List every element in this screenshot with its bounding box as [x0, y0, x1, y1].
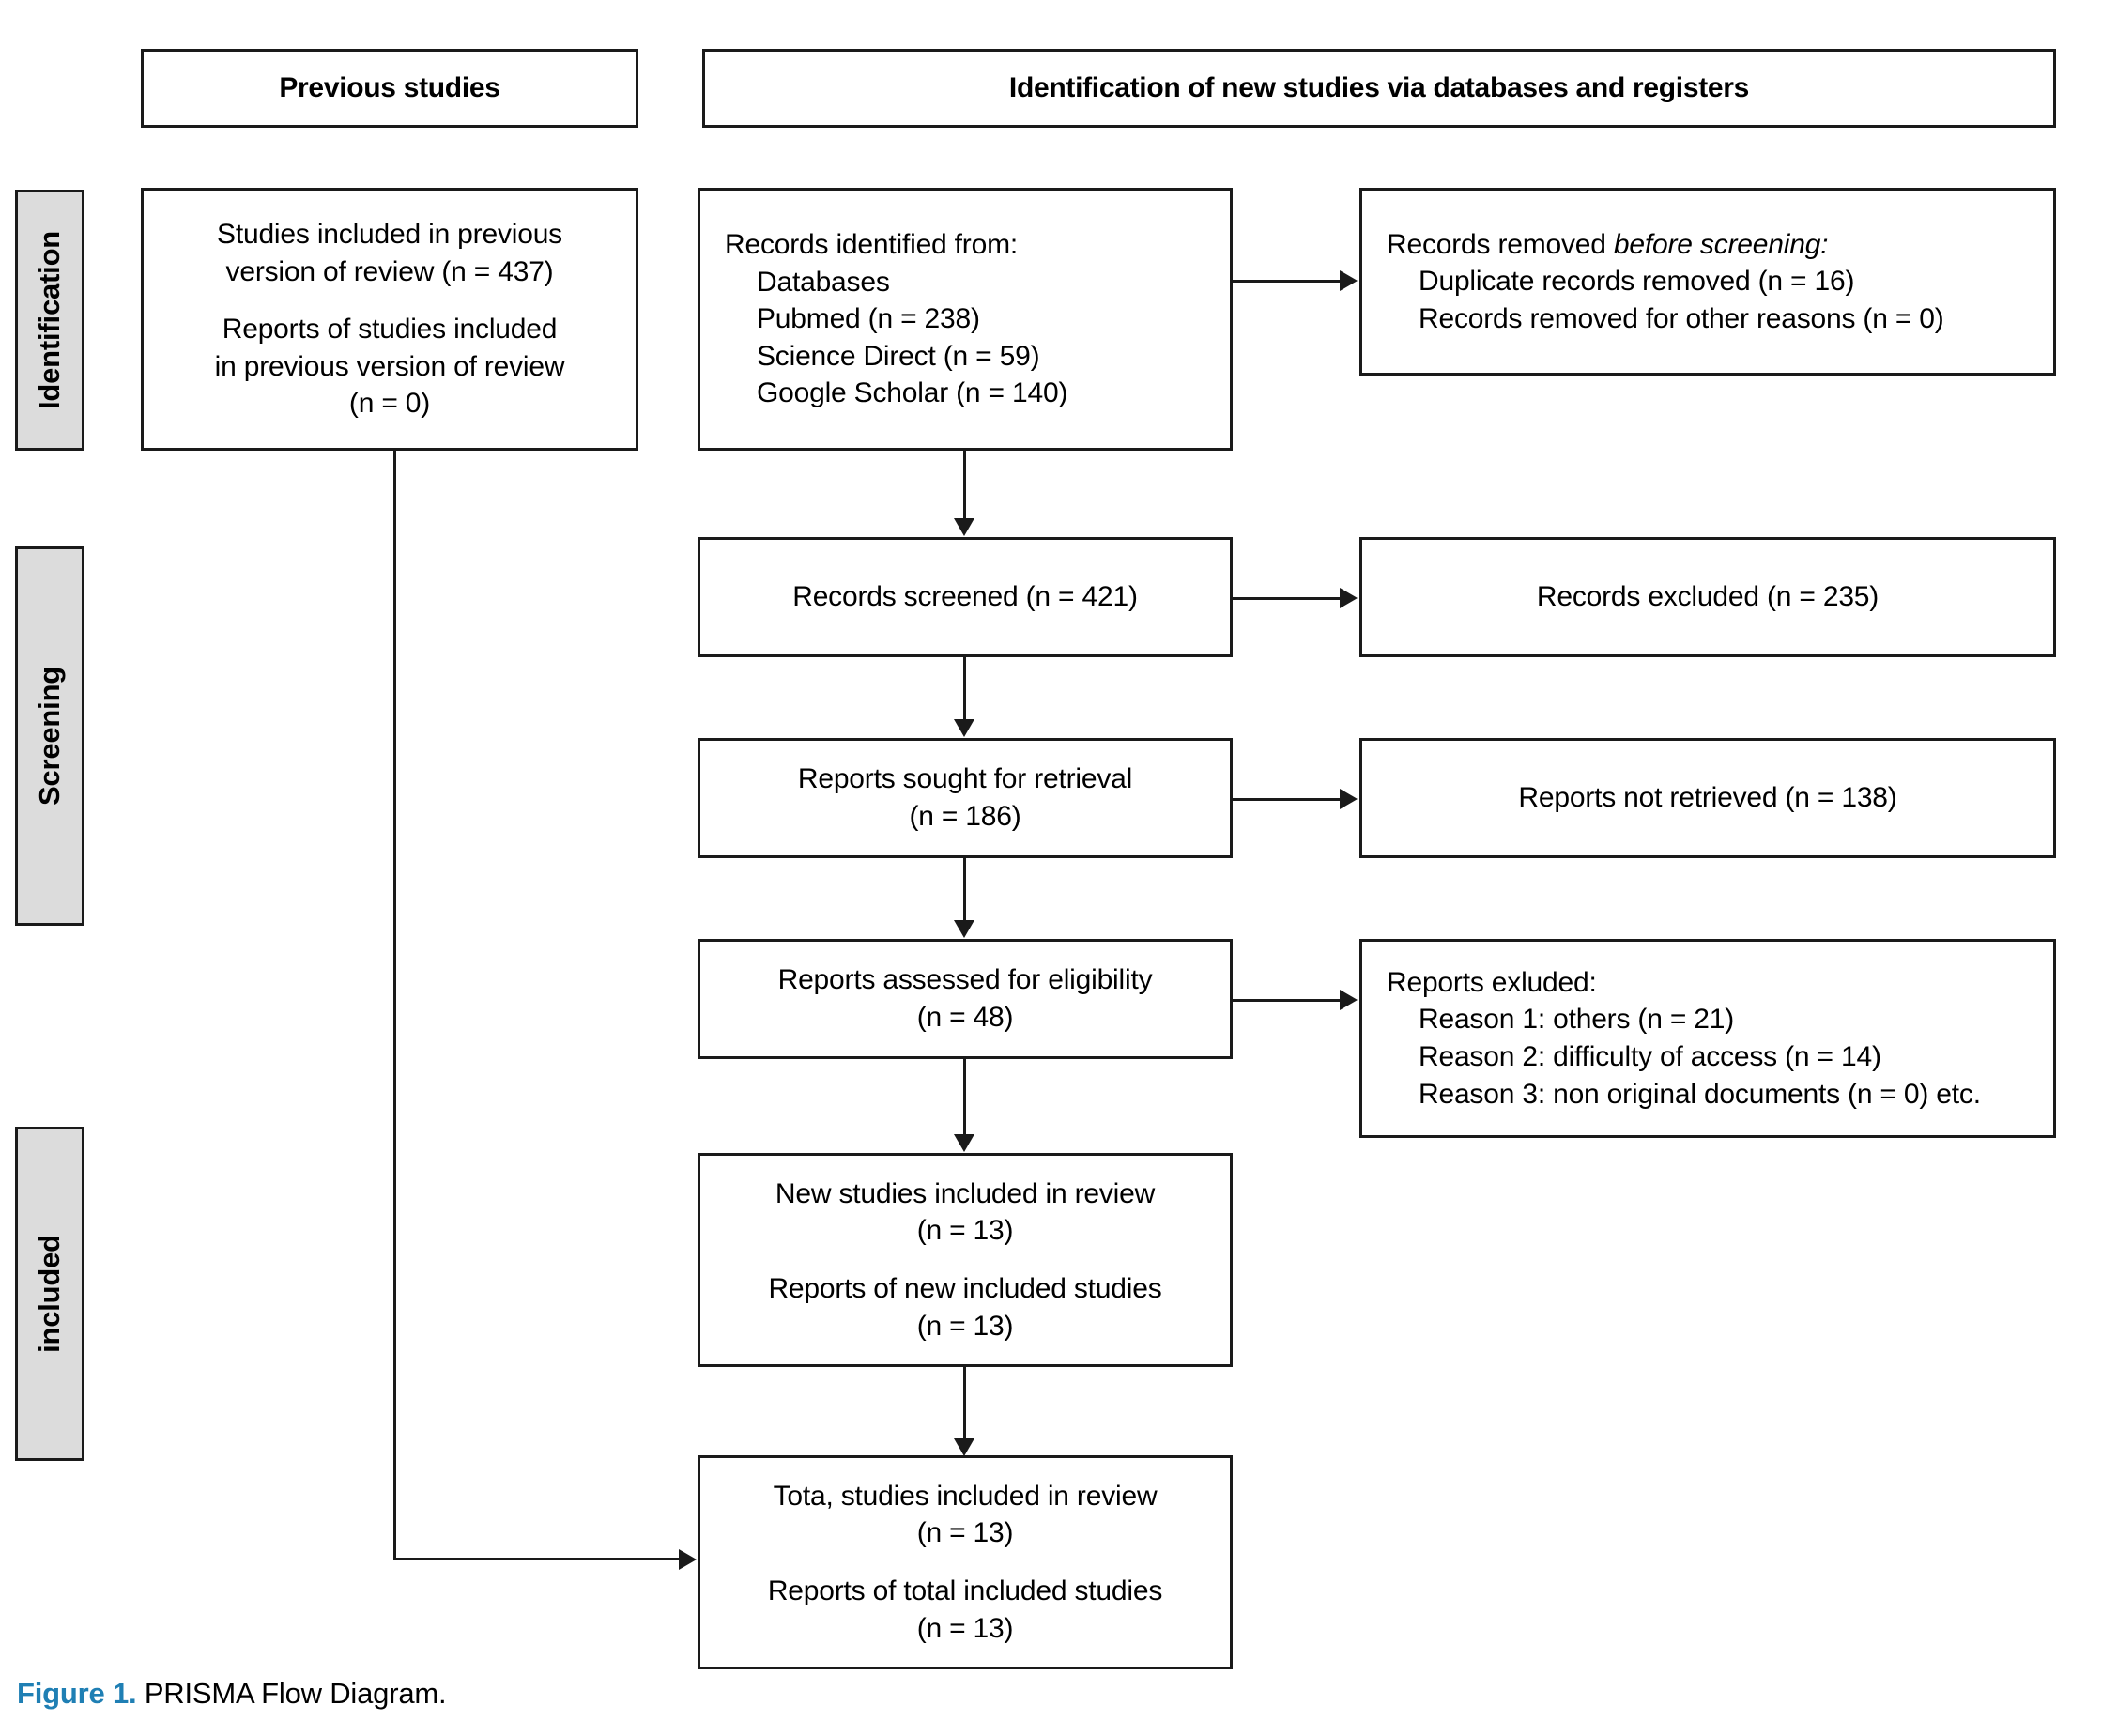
- box-reports-sought-line1: Reports sought for retrieval: [797, 763, 1133, 795]
- connector-assessed-to-new-included: [963, 1059, 966, 1134]
- arrowhead-previous-to-total: [679, 1549, 697, 1570]
- arrowhead-identified-to-removed: [1340, 270, 1358, 291]
- box-records-removed-line1-prefix: Records removed: [1387, 228, 1614, 260]
- connector-new-to-total: [963, 1367, 966, 1438]
- box-new-included-line1: New studies included in review: [775, 1177, 1156, 1209]
- arrowhead-sought-to-assessed: [954, 920, 974, 938]
- connector-previous-elbow-horizontal: [393, 1558, 679, 1560]
- box-reports-sought: Reports sought for retrieval (n = 186): [698, 738, 1233, 858]
- box-records-identified: Records identified from: Databases Pubme…: [698, 188, 1233, 451]
- box-records-identified-line3: Pubmed (n = 238): [757, 303, 980, 335]
- connector-sought-to-not-retrieved: [1233, 798, 1340, 801]
- box-previous-included-line5: (n = 0): [348, 388, 431, 420]
- box-reports-sought-line2: (n = 186): [909, 801, 1021, 832]
- arrowhead-identified-to-screened: [954, 518, 974, 536]
- box-records-removed-line2: Duplicate records removed (n = 16): [1419, 266, 1855, 298]
- box-previous-included-line1: Studies included in previous: [217, 219, 562, 251]
- box-reports-not-retrieved-line1: Reports not retrieved (n = 138): [1518, 782, 1897, 814]
- box-total-included-line3: Reports of total included studies: [767, 1575, 1163, 1606]
- stage-identification-label: Identification: [33, 230, 66, 410]
- connector-identified-to-removed: [1233, 280, 1340, 283]
- box-records-identified-line1: Records identified from:: [725, 229, 1019, 261]
- box-previous-included-line3: Reports of studies included: [222, 314, 558, 346]
- box-records-excluded-line1: Records excluded (n = 235): [1536, 581, 1880, 613]
- box-records-removed-line3: Records removed for other reasons (n = 0…: [1419, 302, 1944, 334]
- box-new-included-line4: (n = 13): [916, 1310, 1014, 1342]
- box-records-identified-line2: Databases: [757, 266, 890, 298]
- arrowhead-assessed-to-new-included: [954, 1134, 974, 1152]
- box-records-identified-line5: Google Scholar (n = 140): [757, 377, 1068, 409]
- box-new-included-line3: Reports of new included studies: [768, 1273, 1162, 1304]
- connector-screened-to-excluded: [1233, 597, 1340, 600]
- stage-included-label: included: [33, 1235, 67, 1353]
- box-records-screened-line1: Records screened (n = 421): [792, 581, 1138, 613]
- box-reports-assessed: Reports assessed for eligibility (n = 48…: [698, 939, 1233, 1059]
- arrowhead-screened-to-sought: [954, 719, 974, 737]
- box-records-excluded: Records excluded (n = 235): [1359, 537, 2056, 657]
- box-new-included: New studies included in review (n = 13) …: [698, 1153, 1233, 1367]
- box-total-included-line4: (n = 13): [916, 1612, 1014, 1644]
- box-reports-assessed-line2: (n = 48): [916, 1002, 1014, 1033]
- arrowhead-assessed-to-excluded: [1340, 990, 1358, 1010]
- header-previous-studies: Previous studies: [141, 49, 638, 128]
- connector-sought-to-assessed: [963, 858, 966, 920]
- box-previous-included-line4: in previous version of review: [214, 350, 565, 382]
- figure-caption-text: PRISMA Flow Diagram.: [136, 1677, 447, 1710]
- arrowhead-sought-to-not-retrieved: [1340, 789, 1358, 809]
- stage-screening-label: Screening: [33, 666, 66, 807]
- box-previous-included: Studies included in previous version of …: [141, 188, 638, 451]
- figure-number: Figure 1.: [17, 1677, 137, 1710]
- box-reports-excluded-line4: Reason 3: non original documents (n = 0)…: [1419, 1078, 1981, 1110]
- header-new-studies: Identification of new studies via databa…: [702, 49, 2056, 128]
- box-records-removed: Records removed before screening: Duplic…: [1359, 188, 2056, 376]
- arrowhead-screened-to-excluded: [1340, 588, 1358, 608]
- stage-identification: Identification: [15, 190, 84, 451]
- box-records-identified-line4: Science Direct (n = 59): [757, 340, 1040, 372]
- box-total-included: Tota, studies included in review (n = 13…: [698, 1455, 1233, 1669]
- box-total-included-line1: Tota, studies included in review: [773, 1480, 1158, 1512]
- connector-previous-elbow-vertical: [393, 451, 396, 1560]
- stage-screening: Screening: [15, 546, 84, 926]
- box-reports-excluded-line3: Reason 2: difficulty of access (n = 14): [1419, 1041, 1881, 1072]
- stage-included: included: [15, 1127, 84, 1461]
- header-previous-studies-label: Previous studies: [279, 72, 500, 103]
- arrowhead-new-to-total: [954, 1438, 974, 1456]
- box-new-included-line2: (n = 13): [916, 1215, 1014, 1247]
- box-records-removed-line1-emphasis: before screening:: [1613, 228, 1829, 260]
- box-reports-excluded-line2: Reason 1: others (n = 21): [1419, 1004, 1735, 1036]
- box-reports-excluded: Reports exluded: Reason 1: others (n = 2…: [1359, 939, 2056, 1138]
- connector-screened-to-sought: [963, 657, 966, 719]
- box-records-removed-line1: Records removed before screening:: [1387, 226, 2029, 264]
- box-reports-not-retrieved: Reports not retrieved (n = 138): [1359, 738, 2056, 858]
- figure-caption: Figure 1. PRISMA Flow Diagram.: [17, 1677, 447, 1711]
- box-total-included-line2: (n = 13): [916, 1517, 1014, 1549]
- box-previous-included-line2: version of review (n = 437): [225, 255, 554, 287]
- box-records-screened: Records screened (n = 421): [698, 537, 1233, 657]
- header-new-studies-label: Identification of new studies via databa…: [1008, 72, 1750, 103]
- box-reports-excluded-line1: Reports exluded:: [1387, 966, 1597, 998]
- box-reports-assessed-line1: Reports assessed for eligibility: [777, 964, 1153, 996]
- connector-identified-to-screened: [963, 451, 966, 518]
- connector-assessed-to-excluded: [1233, 999, 1340, 1002]
